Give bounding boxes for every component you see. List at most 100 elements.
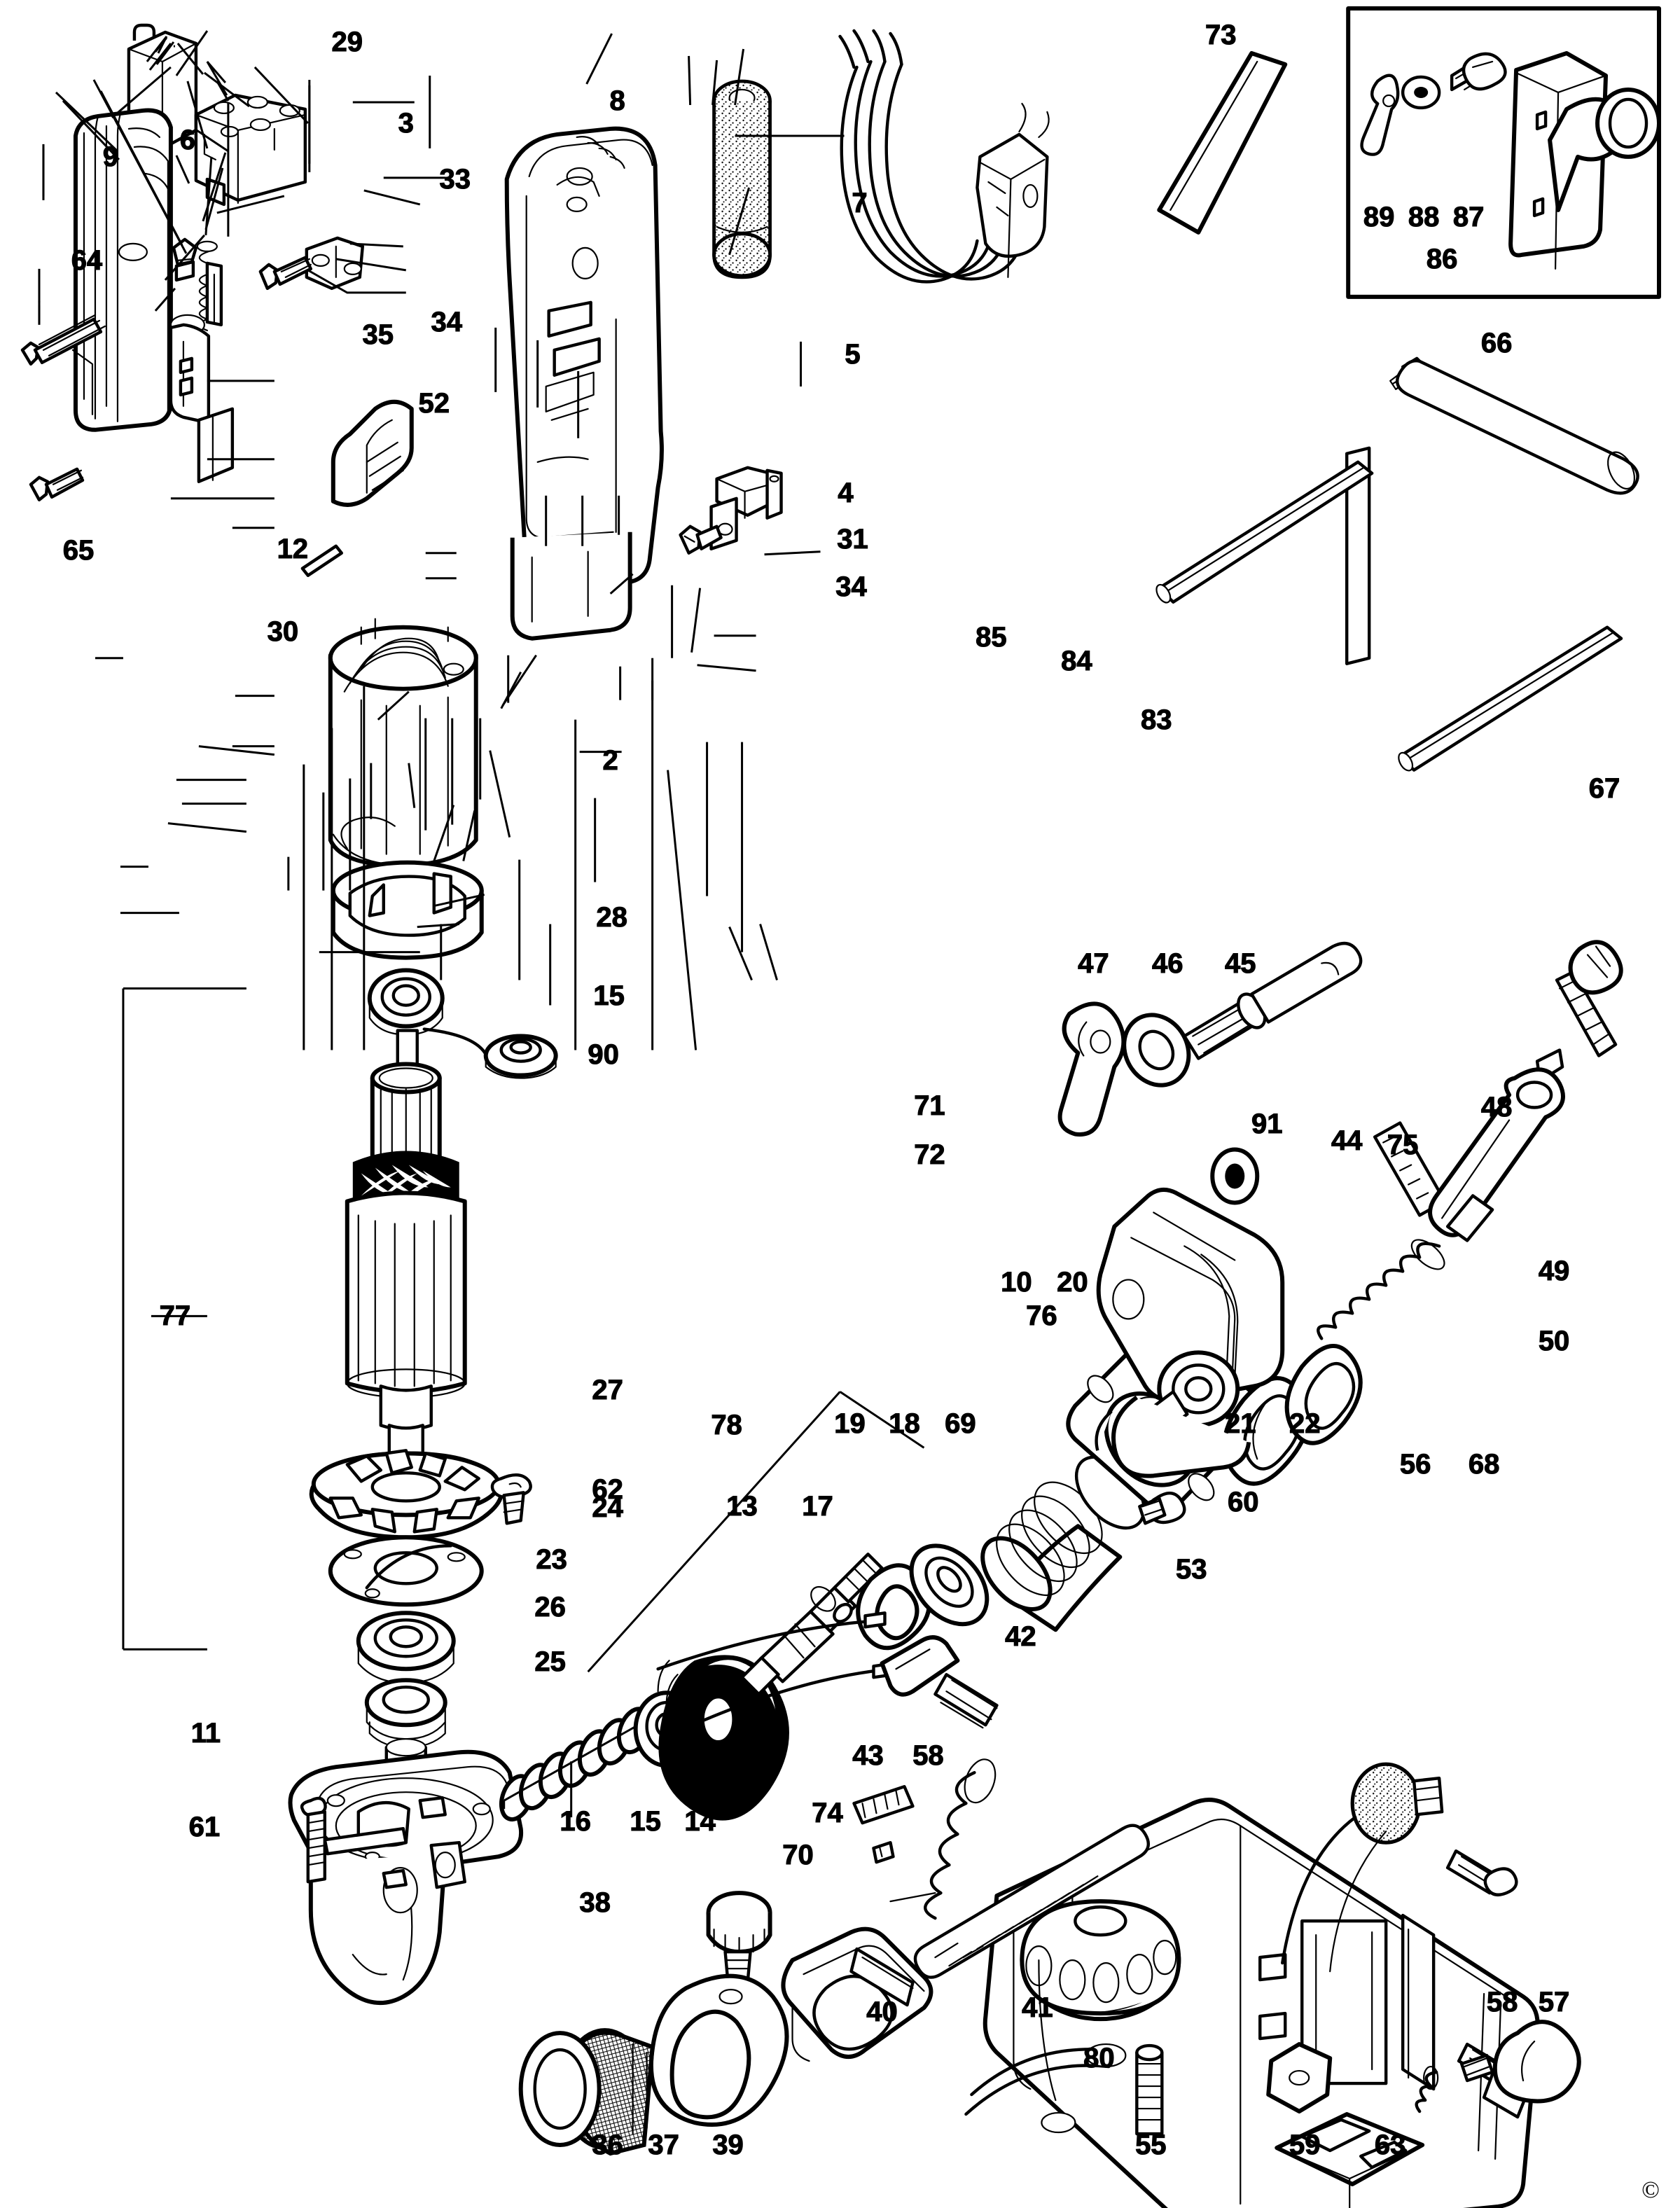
part-2-field-stator [328,618,478,868]
callout-72: 72 [914,1139,946,1171]
part-38-thumb-screw [706,1891,772,2010]
callout-55: 55 [1135,2130,1167,2161]
callout-48: 48 [1480,1092,1513,1123]
callout-47: 47 [1078,947,1110,979]
part-52-grip [331,399,414,507]
callout-12: 12 [277,533,309,564]
part-22-seal-ring [1284,1344,1363,1445]
part-8-motor-housing [504,126,664,641]
callout-25: 25 [534,1646,567,1678]
part-58-spring-screw [1415,2053,1494,2113]
callout-11: 11 [190,1718,221,1749]
part-12-brush-holder [169,261,235,483]
callout-67: 67 [1588,772,1620,804]
callout-65: 65 [62,534,95,566]
inset-detail-box [1346,6,1662,299]
callout-77: 77 [159,1300,191,1332]
part-34b-screw [679,525,723,555]
callout-8: 8 [609,85,625,116]
part-64-screw [20,314,106,366]
callout-22: 22 [1289,1408,1321,1440]
callout-49: 49 [1538,1256,1570,1287]
part-49-lever [1428,1067,1565,1242]
callout-84: 84 [1061,645,1093,676]
callout-13: 13 [726,1491,758,1522]
callout-17: 17 [802,1491,834,1522]
part-80-wire [964,2048,1111,2116]
part-42-spring [889,1758,997,1920]
part-23-bearing [356,1611,456,1684]
part-60-screw [1138,1492,1186,1525]
callout-26: 26 [534,1592,567,1623]
part-61-screw [300,1796,327,1884]
part-67-spanner-tool [1155,446,1623,772]
callout-66: 66 [1480,327,1513,359]
callout-14: 14 [684,1806,716,1838]
callout-29: 29 [331,26,363,57]
part-46-spacer [1122,1013,1191,1088]
callout-46: 46 [1152,947,1184,979]
part-87-screw [1450,52,1507,92]
part-6-brush-assembly [169,237,235,483]
callout-50: 50 [1538,1326,1570,1357]
callout-39: 39 [712,2130,744,2161]
bracket-77 [122,987,247,1651]
leader-lines-main [38,33,845,1050]
callout-87: 87 [1452,201,1485,232]
callout-7: 7 [852,187,868,218]
callout-33: 33 [439,163,471,195]
part-48-screw-long [1535,940,1623,1083]
part-28-baffle [331,860,484,960]
copyright-mark: © [1641,2177,1660,2203]
callout-34: 34 [431,306,463,338]
part-63-sub-base-plate [1275,2112,1425,2208]
callout-15: 15 [630,1806,662,1838]
callout-19: 19 [834,1408,866,1440]
callout-62: 62 [592,1474,624,1506]
part-70-pin [872,1840,895,1864]
callout-58: 58 [1486,1987,1518,2018]
part-39-clamp-block [781,1926,933,2062]
callout-74: 74 [812,1798,844,1829]
part-91-washer [1210,1147,1260,1205]
part-45-depth-rod [1183,941,1363,1060]
part-59-nut [1266,2042,1333,2114]
callout-61: 61 [188,1812,221,1843]
callout-36: 36 [592,2130,624,2161]
part-armature-rotor [345,1029,467,1483]
callout-58: 58 [912,1740,945,1772]
part-36-collet-nut [518,2028,655,2156]
callout-37: 37 [648,2130,680,2161]
part-86-dust-extraction-adapter [1508,50,1662,270]
part-34-screw-top [258,256,313,291]
callout-52: 52 [418,387,450,419]
part-74-rack [852,1784,915,1825]
callout-9: 9 [102,141,119,172]
callout-10: 10 [1001,1267,1033,1298]
callout-3: 3 [398,107,414,139]
part-27-fan [309,1449,504,1540]
part-30-pin [300,544,343,577]
callout-34: 34 [835,571,868,602]
callout-80: 80 [1083,2043,1116,2074]
callout-41: 41 [1022,1992,1054,2024]
part-65-screw [29,467,85,501]
bracket-78 [587,1391,925,1673]
callout-24: 24 [592,1492,624,1524]
part-57-wing-knob [1492,2020,1581,2104]
callout-45: 45 [1224,947,1256,979]
callout-28: 28 [596,901,628,933]
part-88-washer [1401,75,1441,110]
callout-75: 75 [1387,1130,1419,1161]
part-73-wedge [1157,50,1288,235]
part-44-yoke-housing [1095,1187,1285,1478]
callout-69: 69 [945,1408,977,1440]
callout-38: 38 [579,1887,611,1919]
part-33-contact [305,236,364,291]
callout-88: 88 [1408,201,1440,232]
callout-57: 57 [1538,1987,1570,2018]
callout-56: 56 [1399,1449,1431,1480]
callout-68: 68 [1468,1449,1500,1480]
part-55-stud [1135,2043,1164,2136]
